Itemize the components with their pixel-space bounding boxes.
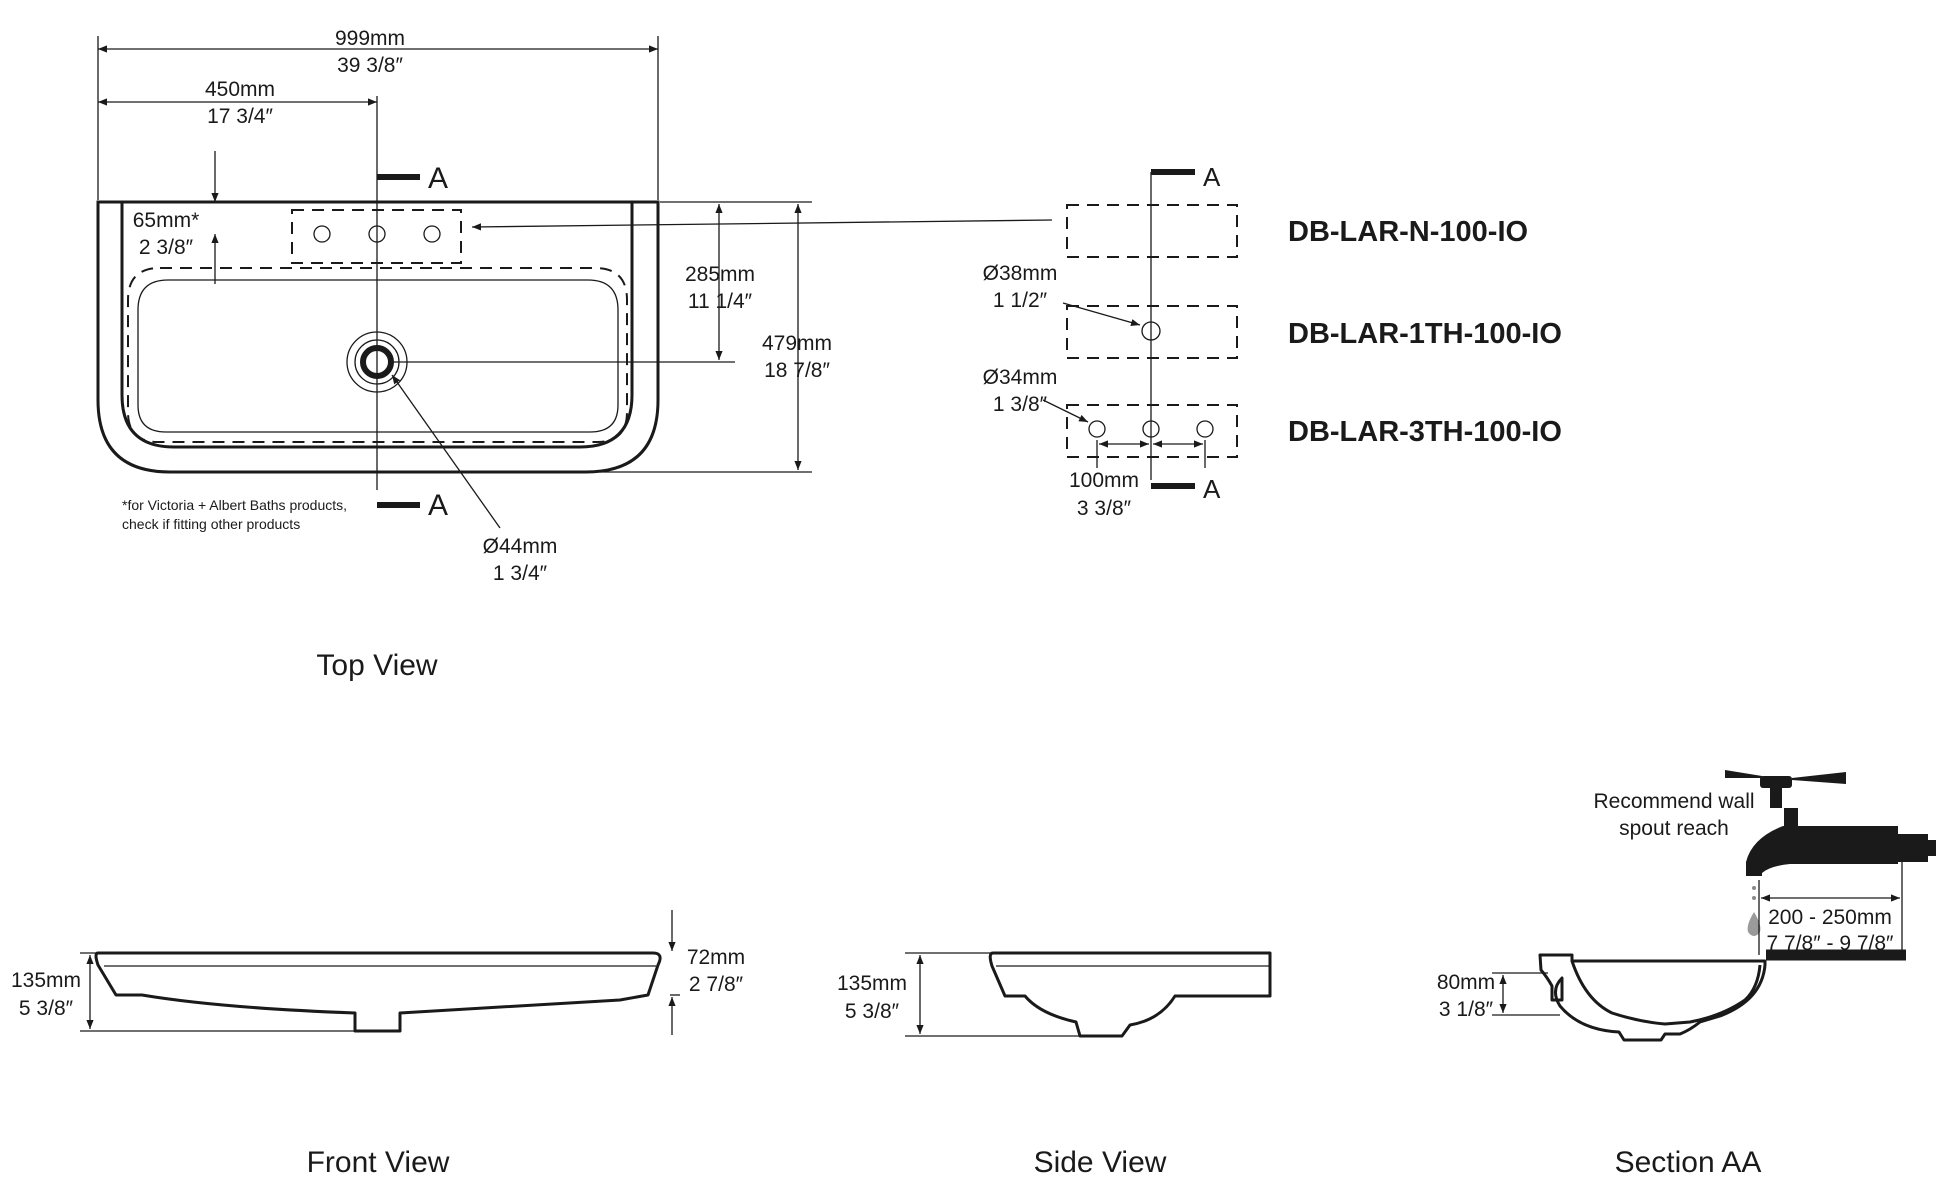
waste-position-mm: 285mm [685,263,755,286]
basin-outline [96,200,660,474]
rim-height-in: 2 7/8″ [689,973,744,996]
single-hole-dia-mm: Ø38mm [983,262,1058,285]
taphole-left [1088,420,1106,438]
section-marker-label: A [428,489,448,522]
top-view: 999mm 39 3/8″ 450mm 17 3/4″ A A 65mm* 2 … [96,27,1053,682]
taphole-left [313,225,331,243]
hole-spacing-mm: 100mm [1069,469,1139,492]
side-view-title: Side View [1034,1146,1167,1179]
side-total-height-in: 5 3/8″ [845,1000,900,1023]
section-marker-label: A [1203,474,1221,504]
taphole-options: A A DB-LAR-N-100-IO DB-LAR-1TH-100-IO DB… [983,162,1562,520]
three-hole-leader [1042,399,1089,423]
section-marker-label: A [1203,162,1221,192]
center-offset-in: 17 3/4″ [207,105,273,128]
waste-diameter-leader [391,374,501,529]
recommend-label-line-1: Recommend wall [1593,790,1754,813]
single-hole-leader [1062,302,1141,326]
taphole-centre [1142,420,1160,438]
section-marker-label: A [428,162,448,195]
variant-code-2: DB-LAR-1TH-100-IO [1288,318,1562,350]
spout-reach-in: 7 7/8″ - 9 7/8″ [1767,932,1895,955]
overall-depth-in: 18 7/8″ [764,359,830,382]
footnote-line-1: *for Victoria + Albert Baths products, [122,497,347,513]
variant-code-1: DB-LAR-N-100-IO [1288,216,1528,248]
wall-tap-icon [1725,770,1936,936]
three-taphole-box [1066,404,1238,458]
no-taphole-box [1066,204,1238,258]
waste-position-in: 11 1/4″ [688,290,753,313]
three-hole-dia-mm: Ø34mm [983,366,1058,389]
section-aa: 200 - 250mm 7 7/8″ - 9 7/8″ Recommend wa… [1437,770,1936,1179]
section-basin-inner [1570,960,1762,1026]
front-total-height-in: 5 3/8″ [19,997,74,1020]
section-basin-outer [1538,953,1767,1042]
spout-reach-mm: 200 - 250mm [1768,906,1892,929]
single-taphole [1141,321,1161,341]
taphole-area-dashed [291,209,462,264]
front-view-title: Front View [307,1146,450,1179]
taphole-centre [368,225,386,243]
center-offset-mm: 450mm [205,78,275,101]
waste-hole [360,345,394,379]
side-view: 135mm 5 3/8″ Side View [837,951,1272,1179]
waste-diameter-mm: Ø44mm [483,535,558,558]
overflow-height-mm: 80mm [1437,971,1495,994]
side-total-height-mm: 135mm [837,972,907,995]
overall-depth-mm: 479mm [762,332,832,355]
section-aa-title: Section AA [1615,1146,1762,1179]
three-hole-dia-in: 1 3/8″ [993,393,1048,416]
overall-width-mm: 999mm [335,27,405,50]
single-hole-dia-in: 1 1/2″ [993,289,1048,312]
taphole-right [1196,420,1214,438]
front-view: 135mm 5 3/8″ 72mm 2 7/8″ Front View [11,910,745,1179]
rim-height-mm: 72mm [687,946,745,969]
recommend-label-line-2: spout reach [1619,817,1729,840]
setback-mm: 65mm* [133,209,200,232]
waste-diameter-in: 1 3/4″ [493,562,548,585]
one-taphole-box [1066,305,1238,359]
basin-inner-rim [120,202,634,449]
bowl-outline-dashed [127,267,628,443]
front-view-basin [94,951,662,1033]
overall-width-in: 39 3/8″ [337,54,403,77]
top-view-title: Top View [316,649,438,682]
overflow-height-in: 3 1/8″ [1439,998,1494,1021]
hole-spacing-in: 3 3/8″ [1077,497,1132,520]
variant-code-3: DB-LAR-3TH-100-IO [1288,416,1562,448]
footnote-line-2: check if fitting other products [122,516,300,532]
taphole-right [423,225,441,243]
front-total-height-mm: 135mm [11,969,81,992]
taphole-detail-leader [471,219,1053,231]
bowl-inner-outline [137,279,619,433]
side-view-basin [988,951,1272,1038]
setback-in: 2 3/8″ [139,236,194,259]
